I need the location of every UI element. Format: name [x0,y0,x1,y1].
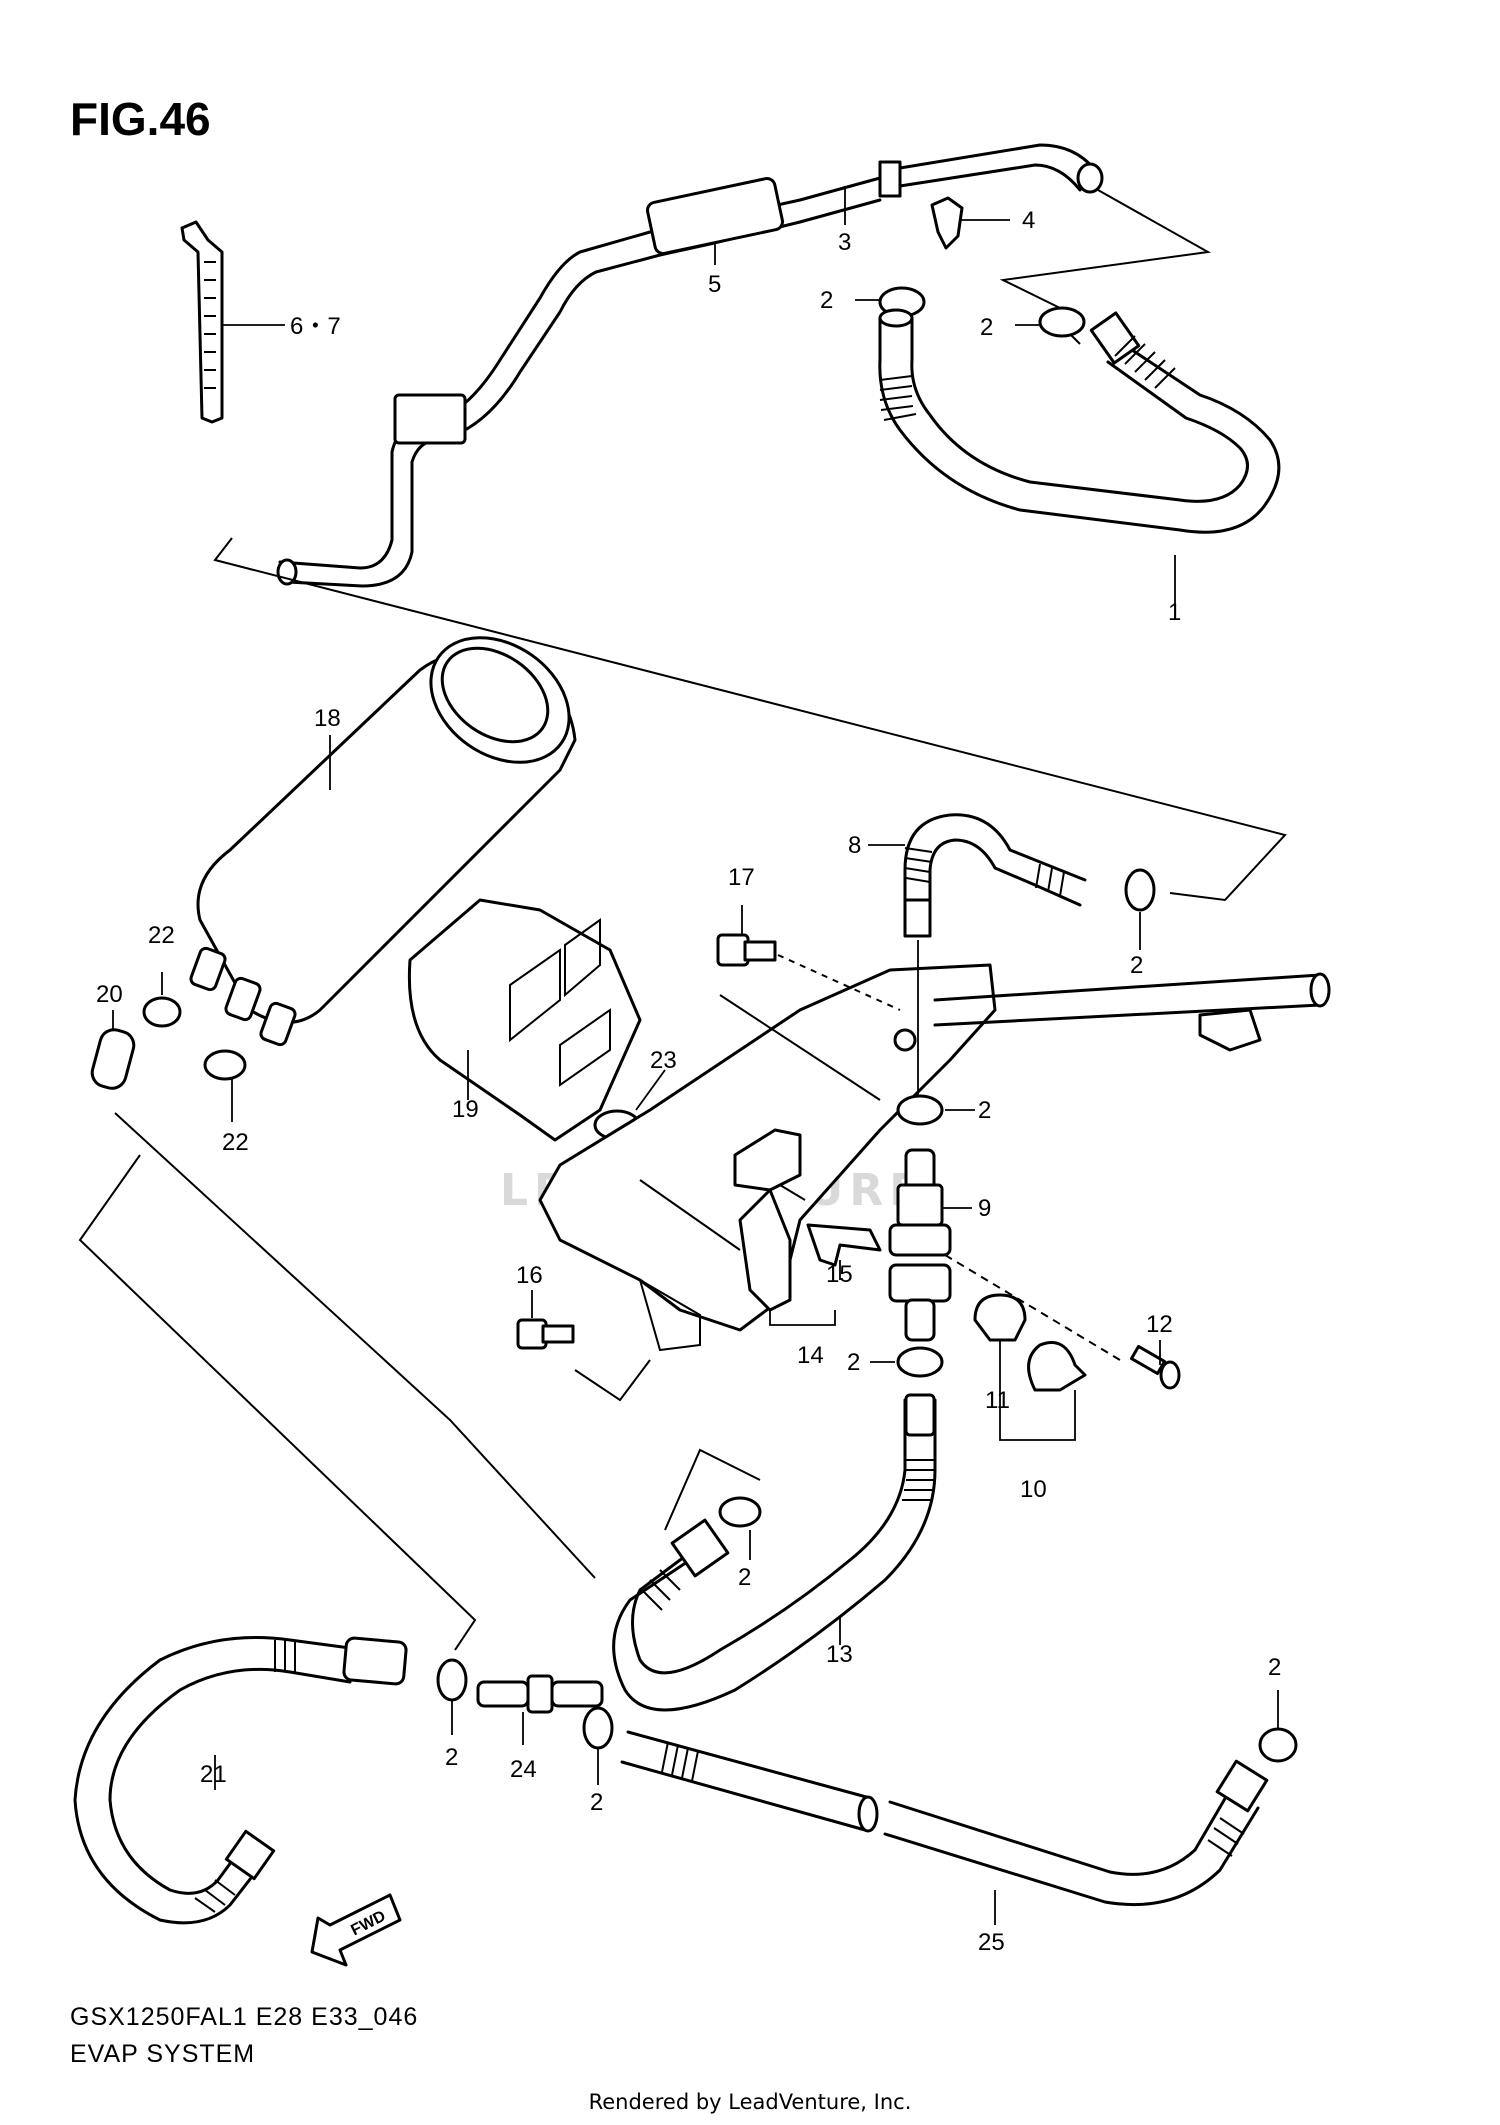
callout-1: 1 [1168,599,1181,626]
callout-24: 24 [510,1756,537,1783]
screw [1130,1344,1181,1390]
figure-title: FIG.46 [70,93,211,145]
hose-clamp [142,996,182,1028]
section-name: EVAP SYSTEM [70,2040,256,2068]
callout-14: 14 [797,1342,824,1369]
clamp-bracket [733,1128,802,1312]
hose-clamp [582,1706,614,1750]
callout-11: 11 [985,1387,1010,1414]
callout-6-7: 6・7 [290,313,341,340]
callout-2: 2 [980,314,993,341]
hose-clamp [1258,1727,1298,1763]
callout-3: 3 [838,229,851,256]
callout-16: 16 [516,1262,543,1289]
callout-2: 2 [820,287,833,314]
model-code: GSX1250FAL1 E28 E33_046 [70,2003,419,2031]
evap-canister [196,636,577,1024]
pipe-crossbar [933,972,1331,1052]
callout-9: 9 [978,1195,991,1222]
callout-20: 20 [96,981,123,1008]
hose-clamp [718,1496,762,1528]
callout-2: 2 [1130,952,1143,979]
callout-10: 10 [1020,1476,1047,1503]
callout-5: 5 [708,271,721,298]
bolt [716,933,777,967]
canister-drain-hose [73,1636,408,1925]
hose-clamp [436,1658,468,1702]
callout-2: 2 [1268,1654,1281,1681]
callout-18: 18 [314,705,341,732]
canister-bracket [407,898,642,1142]
hose-clamp [896,1094,944,1126]
check-valve [888,1148,952,1342]
callout-15: 15 [826,1261,853,1288]
callout-2: 2 [590,1789,603,1816]
canister-nozzles [189,946,297,1047]
clamp-bracket [806,1223,882,1267]
tie-strap [180,220,224,424]
upper-hose [903,813,1087,938]
clip-part [930,196,964,250]
pipe-joint [476,1674,604,1714]
bolt [516,1318,575,1350]
callout-25: 25 [978,1929,1005,1956]
hose-clamp [1124,868,1156,912]
lower-hose [612,1393,937,1712]
callout-4: 4 [1022,207,1035,234]
short-hose [90,1028,136,1090]
callout-21: 21 [200,1761,227,1788]
callout-22: 22 [148,922,175,949]
render-credit: Rendered by LeadVenture, Inc. [588,2090,912,2114]
callout-2: 2 [445,1744,458,1771]
outlet-hose [620,1730,1269,1906]
callout-19: 19 [452,1096,479,1123]
callout-17: 17 [728,864,755,891]
callout-2: 2 [978,1097,991,1124]
clamp-band [973,1293,1087,1392]
callout-23: 23 [650,1047,677,1074]
hose-clamp [896,1346,944,1378]
breather-pipe [276,143,1104,588]
callout-13: 13 [826,1641,853,1668]
callout-2: 2 [847,1349,860,1376]
evap-hose [878,308,1281,534]
callout-22: 22 [222,1129,249,1156]
hose-clamp [1038,306,1086,345]
fwd-arrow-icon: FWD [310,1893,402,1967]
callout-12: 12 [1146,1311,1173,1338]
hose-clamp [203,1049,247,1081]
callout-8: 8 [848,832,861,859]
callout-2: 2 [738,1564,751,1591]
